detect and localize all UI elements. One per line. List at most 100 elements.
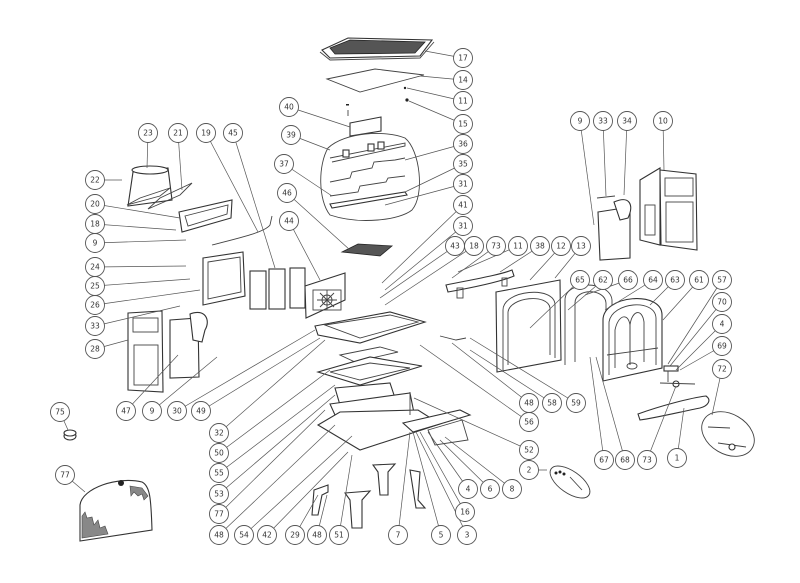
callout-number: 47 bbox=[121, 407, 131, 416]
callout-circle bbox=[307, 525, 327, 545]
callout-circle bbox=[191, 401, 211, 421]
callout-number: 16 bbox=[460, 508, 470, 517]
part-front-lintel bbox=[445, 269, 515, 299]
callout-number: 18 bbox=[90, 220, 100, 229]
part-right-side-shield bbox=[596, 195, 632, 261]
callout-33: 33 bbox=[85, 316, 105, 336]
callout-33: 33 bbox=[593, 111, 613, 131]
callout-circle bbox=[329, 525, 349, 545]
leader-line bbox=[451, 342, 530, 404]
callout-number: 11 bbox=[513, 242, 523, 251]
callout-number: 19 bbox=[201, 129, 211, 138]
callout-circle bbox=[453, 91, 473, 111]
leader-line bbox=[384, 245, 475, 306]
callout-circle bbox=[570, 111, 590, 131]
callout-circle bbox=[85, 194, 105, 214]
callout-35: 35 bbox=[453, 154, 473, 174]
callout-number: 49 bbox=[196, 407, 206, 416]
callout-number: 63 bbox=[670, 276, 680, 285]
callout-circle bbox=[643, 270, 663, 290]
callout-number: 6 bbox=[488, 485, 493, 494]
callout-72: 72 bbox=[712, 359, 732, 379]
callout-number: 55 bbox=[214, 469, 224, 478]
callout-circle bbox=[617, 111, 637, 131]
callout-circle bbox=[542, 393, 562, 413]
callout-circle bbox=[209, 504, 229, 524]
callout-50: 50 bbox=[209, 443, 229, 463]
leader-line bbox=[529, 279, 581, 329]
part-door-glass bbox=[79, 479, 153, 542]
callout-59: 59 bbox=[566, 393, 586, 413]
part-leg bbox=[409, 469, 427, 509]
callout-circle bbox=[168, 123, 188, 143]
callout-2: 2 bbox=[519, 460, 539, 480]
callout-circle bbox=[277, 183, 297, 203]
callout-75: 75 bbox=[50, 402, 70, 422]
callout-number: 7 bbox=[396, 531, 401, 540]
callout-number: 12 bbox=[556, 242, 566, 251]
callout-circle bbox=[712, 270, 732, 290]
callout-40: 40 bbox=[279, 97, 299, 117]
callout-46: 46 bbox=[277, 183, 297, 203]
callout-circle bbox=[453, 195, 473, 215]
callout-37: 37 bbox=[274, 154, 294, 174]
callout-number: 30 bbox=[172, 407, 182, 416]
callout-circle bbox=[519, 460, 539, 480]
callout-44: 44 bbox=[279, 211, 299, 231]
callout-34: 34 bbox=[617, 111, 637, 131]
callout-73: 73 bbox=[637, 450, 657, 470]
part-baffle-assembly bbox=[320, 133, 420, 221]
callout-number: 56 bbox=[524, 418, 534, 427]
callout-number: 4 bbox=[466, 485, 471, 494]
callout-9: 9 bbox=[142, 401, 162, 421]
callout-circle bbox=[50, 402, 70, 422]
leader-line bbox=[94, 278, 191, 287]
part-gasket bbox=[325, 68, 425, 93]
callout-circle bbox=[167, 401, 187, 421]
callout-number: 33 bbox=[598, 117, 608, 126]
callout-number: 9 bbox=[578, 117, 583, 126]
callout-5: 5 bbox=[431, 525, 451, 545]
callout-41: 41 bbox=[453, 195, 473, 215]
callout-48: 48 bbox=[209, 525, 229, 545]
callout-circle bbox=[455, 502, 475, 522]
callout-42: 42 bbox=[257, 525, 277, 545]
callout-17: 17 bbox=[453, 48, 473, 68]
callout-circle bbox=[196, 123, 216, 143]
callout-51: 51 bbox=[329, 525, 349, 545]
leader-line bbox=[602, 120, 607, 197]
callout-28: 28 bbox=[85, 339, 105, 359]
part-bolt-kit bbox=[549, 465, 591, 499]
callout-circle bbox=[209, 525, 229, 545]
callout-43: 43 bbox=[445, 236, 465, 256]
part-screw bbox=[403, 86, 407, 90]
callout-circle bbox=[453, 154, 473, 174]
callout-number: 48 bbox=[312, 531, 322, 540]
callout-number: 8 bbox=[510, 485, 515, 494]
callout-66: 66 bbox=[618, 270, 638, 290]
callout-16: 16 bbox=[455, 502, 475, 522]
callout-number: 26 bbox=[90, 301, 100, 310]
callout-number: 69 bbox=[717, 342, 727, 351]
part-firebox-top bbox=[314, 311, 427, 344]
callout-36: 36 bbox=[453, 134, 473, 154]
callout-circle bbox=[594, 450, 614, 470]
part-screw bbox=[405, 98, 409, 102]
callout-circle bbox=[85, 339, 105, 359]
callout-54: 54 bbox=[234, 525, 254, 545]
leader-line bbox=[623, 120, 628, 196]
callout-number: 40 bbox=[284, 103, 294, 112]
callout-number: 75 bbox=[55, 408, 65, 417]
callout-6: 6 bbox=[480, 479, 500, 499]
callout-45: 45 bbox=[223, 123, 243, 143]
callout-number: 66 bbox=[623, 276, 633, 285]
callout-number: 51 bbox=[334, 531, 344, 540]
callout-number: 64 bbox=[648, 276, 658, 285]
leader-line bbox=[218, 409, 326, 515]
callout-circle bbox=[453, 174, 473, 194]
part-flue-collar bbox=[126, 165, 193, 210]
part-side-door bbox=[127, 310, 164, 393]
part-firebrick bbox=[289, 267, 306, 309]
callout-circle bbox=[223, 123, 243, 143]
leader-line bbox=[232, 132, 276, 269]
